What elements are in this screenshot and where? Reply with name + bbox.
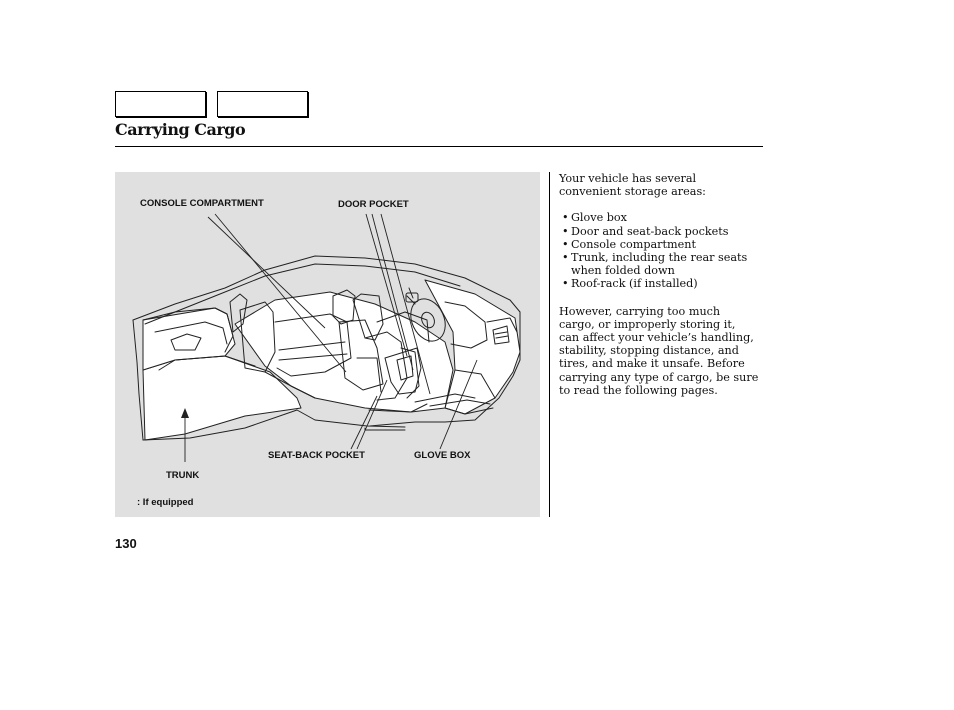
list-item: Glove box [559,211,759,224]
label-glove-box: GLOVE BOX [414,450,471,461]
title-divider [115,146,763,147]
page-title: Carrying Cargo [115,120,246,139]
label-console-compartment: CONSOLE COMPARTMENT [140,198,264,209]
page-number: 130 [115,536,137,551]
list-item: Door and seat-back pockets [559,225,759,238]
list-item: Roof-rack (if installed) [559,277,759,290]
intro-paragraph: Your vehicle has several convenient stor… [559,172,706,199]
label-door-pocket: DOOR POCKET [338,199,409,210]
column-divider [549,172,550,517]
label-trunk: TRUNK [166,470,200,481]
storage-list: Glove box Door and seat-back pockets Con… [559,211,759,290]
car-interior-illustration [132,213,521,462]
storage-description: Your vehicle has several convenient stor… [559,172,759,397]
warning-paragraph: However, carrying too much cargo, or imp… [559,304,759,397]
list-item: Trunk, including the rear seats when fol… [559,251,759,277]
footnote-if-equipped: : If equipped [137,497,194,508]
label-seat-back-pocket: SEAT-BACK POCKET [268,450,365,461]
list-item: Console compartment [559,238,759,251]
nav-button-previous[interactable] [115,91,206,117]
nav-button-next[interactable] [217,91,308,117]
